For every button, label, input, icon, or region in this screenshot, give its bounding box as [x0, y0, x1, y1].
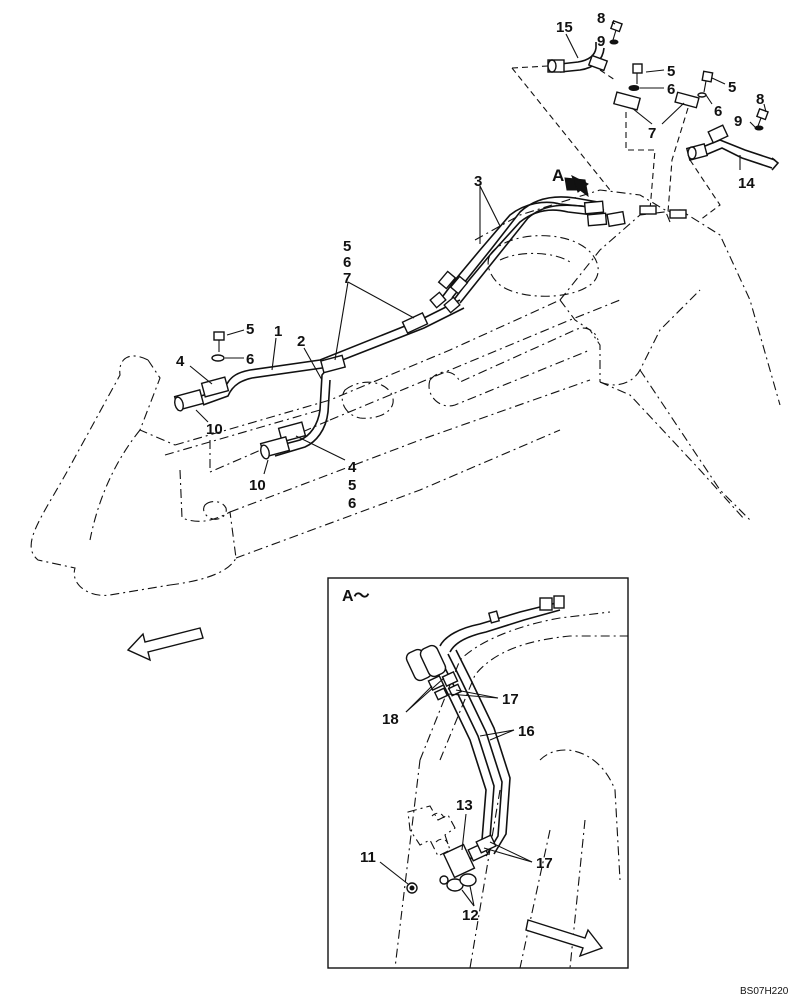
callout-6-left: 6: [246, 351, 254, 368]
callout-8-right: 8: [756, 91, 764, 108]
callout-16: 16: [518, 723, 535, 740]
callout-15: 15: [556, 19, 573, 36]
callout-10-lower: 10: [249, 477, 266, 494]
callout-11: 11: [360, 849, 376, 866]
figure-code: BS07H220: [740, 986, 789, 997]
boom-outline: [30, 189, 781, 596]
callout-18: 18: [382, 711, 399, 728]
callout-12: 12: [462, 907, 479, 924]
callout-8-top: 8: [597, 10, 605, 27]
callout-labels: 15 8 9 5 6 7 5 6 8 9 14 A 3 5 6 7 1 2 5 …: [176, 10, 789, 997]
callout-2: 2: [297, 333, 305, 350]
callout-4-upper: 4: [176, 353, 185, 370]
callout-14: 14: [738, 175, 755, 192]
main-pipes: [173, 196, 626, 460]
callout-6-top: 6: [667, 81, 675, 98]
callout-7-top: 7: [648, 125, 656, 142]
view-arrow-label: A: [552, 166, 564, 185]
detail-view-a: [327, 577, 629, 969]
callout-1: 1: [274, 323, 282, 340]
callout-4-lower: 4: [348, 459, 357, 476]
upper-right-detail: [511, 19, 780, 221]
direction-arrow: [126, 627, 204, 662]
callout-6-lower: 6: [348, 495, 356, 512]
callout-5-left: 5: [246, 321, 254, 338]
callout-6-right: 6: [714, 103, 722, 120]
callout-13: 13: [456, 797, 473, 814]
callout-7-mid: 7: [343, 270, 351, 287]
leader-lines: [189, 21, 767, 907]
callout-5-top: 5: [667, 63, 675, 80]
callout-17-upper: 17: [502, 691, 519, 708]
callout-6-mid: 6: [343, 254, 351, 271]
callout-9-top: 9: [597, 33, 605, 50]
callout-9-right: 9: [734, 113, 742, 130]
callout-5-mid: 5: [343, 238, 351, 255]
callout-3: 3: [474, 173, 482, 190]
callout-5-lower: 5: [348, 477, 356, 494]
callout-17-lower: 17: [536, 855, 553, 872]
callout-10-upper: 10: [206, 421, 223, 438]
callout-5-right: 5: [728, 79, 736, 96]
detail-view-title: A～: [342, 588, 370, 605]
